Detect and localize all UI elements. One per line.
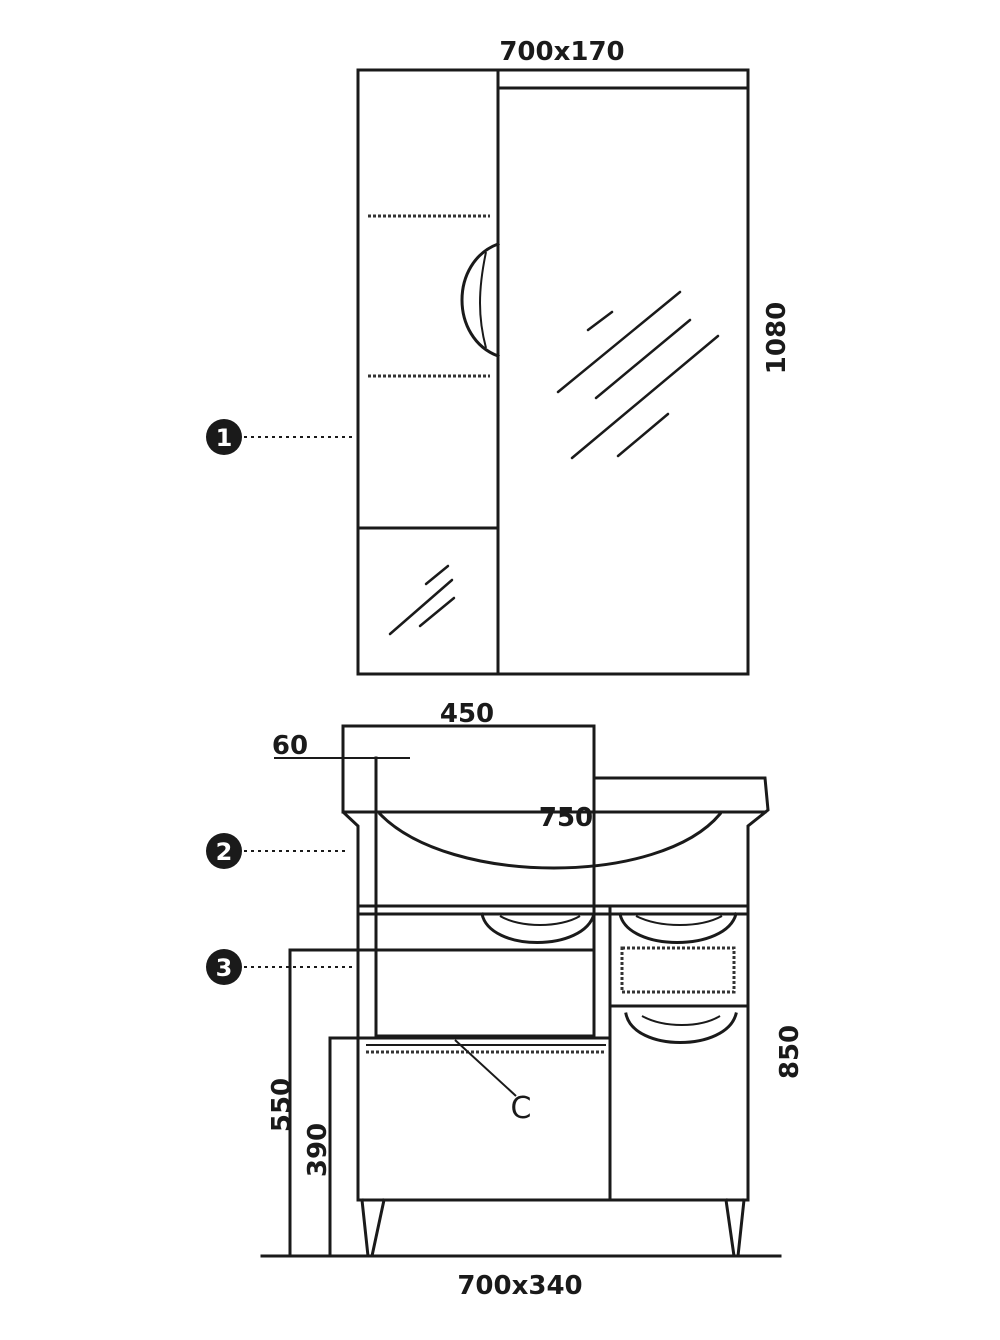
callout-badge [206,949,242,985]
callout-number: 3 [216,954,233,982]
mirror-reflection-hatch [556,290,720,460]
vanity-drawer-handle [618,912,738,944]
callout-number: 2 [216,838,233,866]
mirror-cabinet [356,68,750,676]
dim-mirror-size: 700x170 [499,37,624,67]
dim-height-390: 390 [303,1123,333,1177]
callout-3: 3 [206,949,356,985]
vanity-unit [341,724,770,1258]
vanity-cabinet-outline [356,904,750,1202]
basin-left-outline [341,724,360,910]
mirror-door-handle-inner [479,251,487,349]
callout-2: 2 [206,833,345,869]
vanity-left-handle [480,912,596,944]
vanity-drawer-handle-inner [635,915,723,926]
mirror-cabinet-outline [356,68,750,676]
dim-vanity-size: 700x340 [457,1271,582,1301]
detail-c-label: C [511,1091,532,1126]
dimension-guides [274,756,612,1258]
basin-bowl [377,811,723,870]
vanity-leg-left [360,1198,386,1258]
mirror-door-handle-outer [460,242,500,358]
hidden-drawer-box [620,946,736,994]
callout-number: 1 [216,424,233,452]
dim-basin-height: 750 [539,803,593,833]
lower-glass-hatch [388,564,456,636]
callout-badge [206,833,242,869]
callout-1: 1 [206,419,355,455]
callout-badge [206,419,242,455]
dim-height-550: 550 [267,1078,297,1132]
dim-vanity-height: 850 [775,1025,805,1079]
vanity-door-handle [624,1012,738,1044]
detail-c-leader [454,1039,517,1097]
dim-overhang: 60 [272,731,308,761]
dim-mirror-height: 1080 [762,302,792,374]
vanity-leg-right [724,1198,746,1258]
vanity-left-handle-inner [499,915,581,926]
vanity-door-handle-inner [641,1015,721,1026]
dim-vanity-depth: 450 [440,699,494,729]
